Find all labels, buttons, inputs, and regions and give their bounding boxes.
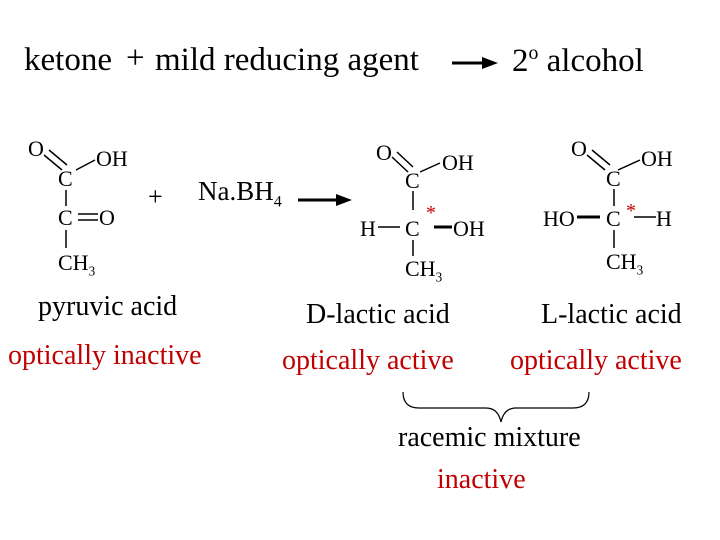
header-product-degree: o	[528, 42, 539, 64]
header-reactant-reducing-agent: mild reducing agent	[155, 42, 419, 78]
header-plus: +	[126, 40, 145, 76]
llactic-ch3: CH3	[606, 249, 643, 278]
pyruvic-ketone-c: C	[58, 205, 73, 230]
dlactic-chiral-c: C	[405, 216, 420, 241]
pyruvic-carboxyl-c: C	[58, 166, 73, 191]
dlactic-c-oh-bond	[419, 162, 441, 173]
llactic-double-bond-b	[591, 149, 611, 166]
pyruvic-ch3-main: CH	[58, 250, 89, 275]
dlactic-double-bond-b	[396, 151, 414, 168]
reaction-arrow-head	[336, 194, 352, 206]
header-product-label: alcohol	[546, 43, 644, 79]
dlactic-chiral-star: *	[426, 202, 436, 224]
llactic-ch3-main: CH	[606, 249, 637, 274]
llactic-oh-top: OH	[641, 146, 673, 171]
pyruvic-activity: optically inactive	[8, 340, 202, 371]
pyruvic-o-top: O	[28, 136, 44, 161]
header-product-number: 2	[512, 43, 529, 79]
dlactic-ch3: CH3	[405, 256, 442, 285]
header-reactant-ketone: ketone	[24, 42, 112, 78]
llactic-chiral-star: *	[626, 200, 636, 222]
reagent-main: Na.BH	[198, 176, 274, 206]
llactic-h: H	[656, 206, 672, 231]
reagent-subscript: 4	[273, 192, 282, 211]
pyruvic-ch3: CH3	[58, 250, 95, 279]
racemic-activity: inactive	[437, 464, 526, 495]
pyruvic-double-bond-a	[43, 154, 63, 171]
dlactic-double-bond-a	[391, 156, 409, 173]
dlactic-activity: optically active	[282, 345, 454, 376]
llactic-carboxyl-c: C	[606, 166, 621, 191]
llactic-c-oh-bond	[617, 159, 641, 171]
reagent-nabh4: Na.BH4	[198, 176, 282, 211]
racemic-brace	[402, 391, 590, 423]
header-product: 2o alcohol	[512, 42, 644, 80]
pyruvic-oh: OH	[96, 146, 128, 171]
pyruvic-c-oh-bond	[75, 159, 96, 171]
dlactic-o-top: O	[376, 140, 392, 165]
pyruvic-ketone-o: O	[99, 205, 115, 230]
dlactic-h: H	[360, 216, 376, 241]
llactic-name: L-lactic acid	[541, 299, 682, 330]
llactic-chiral-c: C	[606, 206, 621, 231]
pyruvic-name: pyruvic acid	[38, 291, 178, 322]
llactic-ch3-sub: 3	[636, 262, 644, 278]
pyruvic-double-bond-b	[48, 149, 68, 166]
dlactic-oh-top: OH	[442, 150, 474, 175]
reaction-plus: +	[148, 182, 163, 211]
racemic-mixture-label: racemic mixture	[398, 422, 581, 453]
dlactic-carboxyl-c: C	[405, 168, 420, 193]
dlactic-name: D-lactic acid	[306, 299, 450, 330]
llactic-ho: HO	[543, 206, 575, 231]
llactic-double-bond-a	[586, 154, 606, 171]
dlactic-oh: OH	[453, 216, 485, 241]
dlactic-ch3-sub: 3	[435, 269, 443, 285]
pyruvic-ch3-sub: 3	[88, 263, 96, 279]
llactic-o-top: O	[571, 136, 587, 161]
dlactic-ch3-main: CH	[405, 256, 436, 281]
llactic-activity: optically active	[510, 345, 682, 376]
header-arrow-head	[482, 57, 498, 69]
